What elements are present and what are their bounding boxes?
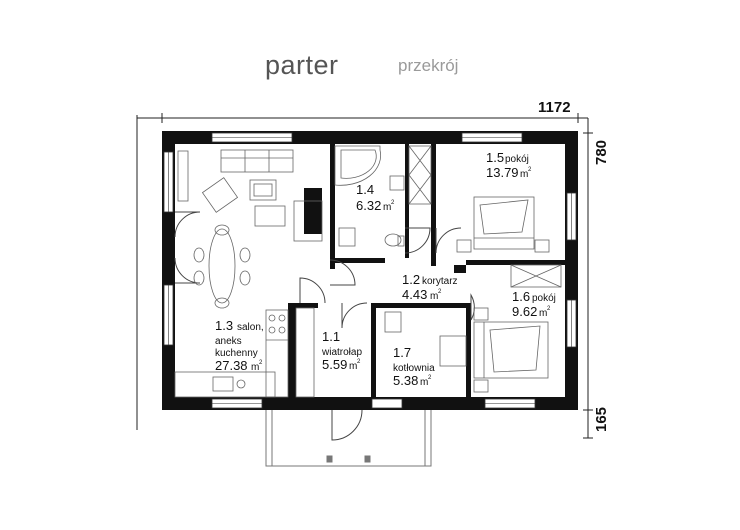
room-name: pokój bbox=[505, 154, 529, 165]
room-unit: m bbox=[420, 377, 428, 388]
room-unit-sup: 2 bbox=[438, 289, 442, 295]
room-area: 9.62 bbox=[512, 304, 537, 319]
room-area: 4.43 bbox=[402, 287, 427, 302]
room-name-2: aneks bbox=[215, 336, 242, 347]
room-unit: m bbox=[251, 362, 259, 373]
tab-przekroj[interactable]: przekrój bbox=[398, 56, 459, 75]
room-label-1-4: 1.4 6.32 m 2 bbox=[356, 182, 395, 213]
bathroom-fixtures bbox=[334, 145, 432, 247]
room-unit: m bbox=[383, 202, 391, 213]
room-area: 5.38 bbox=[393, 373, 418, 388]
room-number: 1.1 bbox=[322, 329, 340, 344]
room-number: 1.4 bbox=[356, 182, 374, 197]
living-room-furniture bbox=[177, 149, 323, 309]
tab-parter[interactable]: parter bbox=[265, 50, 339, 80]
room-area: 13.79 bbox=[486, 165, 519, 180]
room-number: 1.6 bbox=[512, 289, 530, 304]
room-number: 1.3 bbox=[215, 318, 233, 333]
entrance-door bbox=[331, 409, 363, 441]
kitchen-furniture bbox=[174, 307, 315, 398]
room-unit: m bbox=[349, 361, 357, 372]
room-name: korytarz bbox=[422, 276, 458, 287]
room-name: salon, bbox=[237, 322, 264, 333]
room-name: wiatrołap bbox=[321, 347, 362, 358]
room-unit-sup: 2 bbox=[547, 306, 551, 312]
room-name: pokój bbox=[532, 293, 556, 304]
room-label-1-1: 1.1 wiatrołap 5.59 m 2 bbox=[321, 329, 362, 372]
dimension-depth: 780 bbox=[593, 140, 610, 165]
room-unit-sup: 2 bbox=[259, 360, 263, 366]
room-number: 1.5 bbox=[486, 150, 504, 165]
bedroom-large-furniture bbox=[456, 196, 562, 288]
dimension-lines bbox=[136, 113, 593, 439]
room-unit: m bbox=[430, 291, 438, 302]
room-number: 1.7 bbox=[393, 345, 411, 360]
room-area: 6.32 bbox=[356, 198, 381, 213]
room-unit-sup: 2 bbox=[528, 167, 532, 173]
room-area: 27.38 bbox=[215, 358, 248, 373]
room-name: kotłownia bbox=[393, 363, 435, 374]
room-unit: m bbox=[520, 169, 528, 180]
room-label-1-7: 1.7 kotłownia 5.38 m 2 bbox=[393, 345, 435, 388]
room-label-1-3: 1.3 salon, aneks kuchenny 27.38 m 2 bbox=[215, 318, 264, 373]
dimension-porch: 165 bbox=[593, 407, 610, 432]
room-name-3: kuchenny bbox=[215, 348, 258, 359]
room-unit: m bbox=[539, 308, 547, 319]
room-label-1-2: 1.2 korytarz 4.43 m 2 bbox=[402, 272, 458, 302]
room-unit-sup: 2 bbox=[428, 375, 432, 381]
boiler-room-fixtures bbox=[384, 311, 467, 367]
room-unit-sup: 2 bbox=[391, 200, 395, 206]
room-area: 5.59 bbox=[322, 357, 347, 372]
bedroom-small-furniture bbox=[473, 307, 549, 393]
dimension-width: 1172 bbox=[538, 99, 571, 116]
interior-doors bbox=[174, 211, 475, 329]
interior-walls bbox=[288, 144, 565, 397]
room-number: 1.2 bbox=[402, 272, 420, 287]
room-unit-sup: 2 bbox=[357, 359, 361, 365]
room-label-1-5: 1.5 pokój 13.79 m 2 bbox=[486, 150, 532, 180]
room-label-1-6: 1.6 pokój 9.62 m 2 bbox=[512, 289, 556, 319]
